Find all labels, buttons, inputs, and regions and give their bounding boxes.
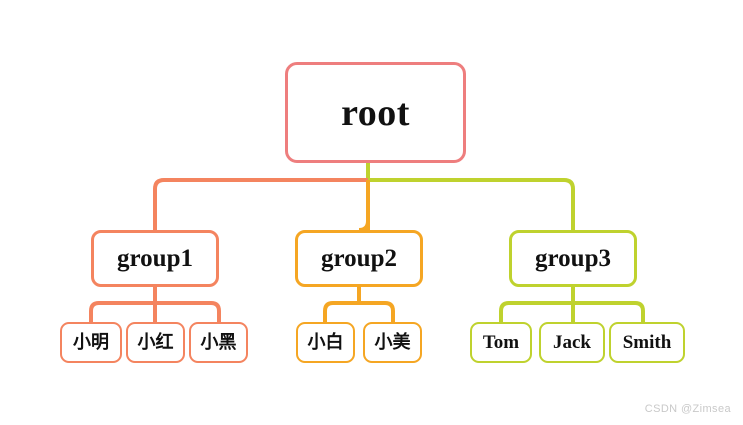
watermark: CSDN @Zimsea <box>644 403 731 415</box>
connector-group2-to-child2 <box>359 301 395 322</box>
node-group3[interactable]: group3 <box>509 230 637 287</box>
connector-group3-to-child3 <box>573 301 645 322</box>
node-leaf-jack[interactable]: Jack <box>539 322 605 363</box>
node-leaf-tom-label: Tom <box>482 332 520 353</box>
node-leaf-xiaoming-label: 小明 <box>73 331 109 353</box>
node-leaf-xiaoming[interactable]: 小明 <box>60 322 122 363</box>
connector-root-to-group2 <box>358 180 370 232</box>
node-group1[interactable]: group1 <box>91 230 219 287</box>
node-leaf-xiaohong[interactable]: 小红 <box>126 322 185 363</box>
node-group2[interactable]: group2 <box>295 230 423 287</box>
node-leaf-xiaomei[interactable]: 小美 <box>363 322 422 363</box>
connector-root-to-group1 <box>153 178 368 230</box>
connector-group1-to-child3 <box>155 301 221 322</box>
connector-root-to-group3 <box>368 178 575 230</box>
node-root-label: root <box>341 91 410 134</box>
node-leaf-smith[interactable]: Smith <box>609 322 685 363</box>
node-leaf-xiaohei-label: 小黑 <box>200 331 237 353</box>
node-group2-label: group2 <box>321 245 397 272</box>
node-leaf-smith-label: Smith <box>622 332 672 353</box>
node-leaf-xiaobai[interactable]: 小白 <box>296 322 355 363</box>
node-leaf-xiaomei-label: 小美 <box>374 331 411 353</box>
node-leaf-jack-label: Jack <box>553 332 591 353</box>
connector-group1-to-child1 <box>89 301 155 322</box>
node-leaf-xiaohei[interactable]: 小黑 <box>189 322 248 363</box>
node-leaf-tom[interactable]: Tom <box>470 322 532 363</box>
connector-group2-to-child1 <box>323 301 359 322</box>
node-leaf-xiaobai-label: 小白 <box>307 331 344 353</box>
node-leaf-xiaohong-label: 小红 <box>137 331 174 353</box>
connector-group3-to-child1 <box>499 301 573 322</box>
node-root[interactable]: root <box>285 62 466 163</box>
node-group3-label: group3 <box>535 245 611 272</box>
node-group1-label: group1 <box>117 245 193 272</box>
